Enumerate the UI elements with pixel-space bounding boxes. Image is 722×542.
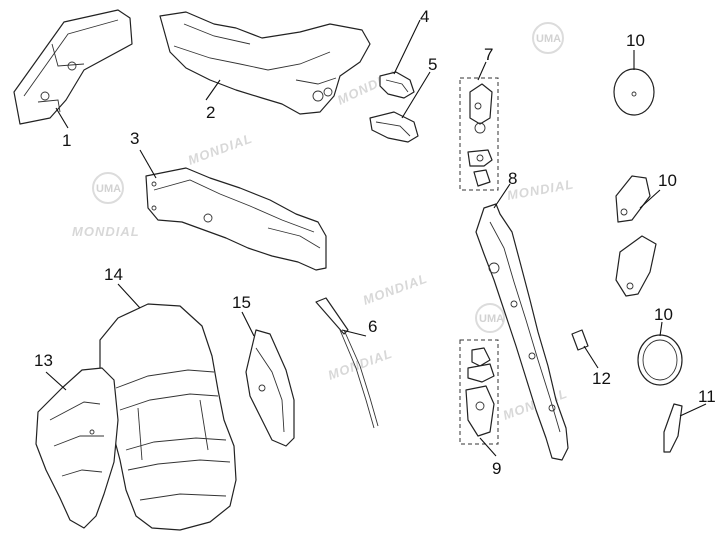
callout-5: 5	[428, 55, 437, 74]
callout-14: 13	[34, 351, 53, 370]
part-2-frame-cover	[159, 11, 371, 115]
callout-13: 12	[592, 369, 611, 388]
part-5-clip	[369, 111, 419, 143]
svg-text:MONDIAL: MONDIAL	[72, 224, 140, 239]
part-15-body-cover	[99, 303, 237, 531]
svg-text:UMA: UMA	[479, 313, 504, 325]
part-6-rod	[315, 297, 379, 429]
callout-6: 6	[368, 317, 377, 336]
part-13-block	[571, 329, 589, 351]
callout-4: 4	[420, 7, 429, 26]
callout-9: 9	[492, 459, 501, 478]
callout-1: 1	[62, 131, 71, 150]
callout-3: 3	[130, 129, 139, 148]
callout-2: 2	[206, 103, 215, 122]
callout-7: 7	[484, 45, 493, 64]
svg-text:UMA: UMA	[96, 183, 121, 195]
part-16-side-bracket	[245, 329, 295, 447]
callout-10-bottom: 10	[654, 305, 673, 324]
callout-10-top: 10	[626, 31, 645, 50]
part-10-disc-bottom	[637, 334, 683, 386]
part-12-strip	[663, 403, 683, 453]
svg-text:MONDIAL: MONDIAL	[326, 346, 395, 383]
callout-15: 14	[104, 265, 123, 284]
svg-text:MONDIAL: MONDIAL	[186, 131, 255, 168]
callout-8: 8	[508, 169, 517, 188]
part-8-side-rail	[475, 203, 569, 461]
leader-lines	[45, 19, 707, 457]
part-14-front-panel	[35, 367, 119, 529]
callout-11: 10	[658, 171, 677, 190]
part-1-tray	[13, 9, 133, 125]
part-7-group	[459, 77, 499, 191]
part-3-bracket-cover	[145, 167, 327, 271]
part-11-side-plates	[615, 175, 657, 297]
callout-12: 11	[698, 387, 716, 406]
callout-labels: 1 2 3 4 5 6 7 8 9 10 10 11 12 13 14 15 1…	[34, 7, 716, 478]
part-4-clip	[379, 71, 415, 99]
part-9-group	[459, 339, 499, 445]
callout-16: 15	[232, 293, 251, 312]
svg-text:MONDIAL: MONDIAL	[361, 271, 430, 308]
watermark-logo: UMA UMA UMA	[92, 22, 564, 333]
part-10-disc-top	[613, 68, 655, 116]
svg-text:UMA: UMA	[536, 33, 561, 45]
